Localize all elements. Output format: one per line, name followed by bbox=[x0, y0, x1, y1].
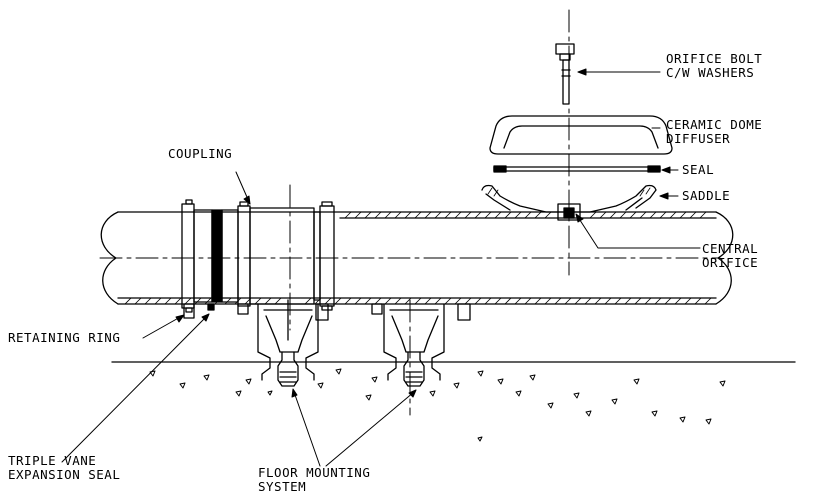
label-floor-mounting-line1: FLOOR MOUNTING bbox=[258, 465, 371, 480]
label-floor-mounting: FLOOR MOUNTING SYSTEM bbox=[258, 466, 370, 494]
label-retaining-ring-text: RETAINING RING bbox=[8, 330, 121, 345]
floor-aggregate bbox=[149, 368, 726, 442]
label-triple-vane: TRIPLE VANE EXPANSION SEAL bbox=[8, 454, 120, 482]
label-seal-text: SEAL bbox=[682, 162, 715, 177]
pipe-wall-hatch-top bbox=[344, 211, 707, 219]
label-saddle-text: SADDLE bbox=[682, 188, 731, 203]
pipe-wall-hatch-bottom bbox=[124, 297, 712, 305]
label-floor-mounting-line2: SYSTEM bbox=[258, 479, 307, 494]
label-ceramic-dome: CERAMIC DOME DIFFUSER bbox=[666, 118, 762, 146]
label-central-orifice-line1: CENTRAL bbox=[702, 241, 759, 256]
label-central-orifice-line2: ORIFICE bbox=[702, 255, 759, 270]
label-saddle: SADDLE bbox=[682, 189, 730, 203]
label-ceramic-dome-line2: DIFFUSER bbox=[666, 131, 731, 146]
label-orifice-bolt-line1: ORIFICE BOLT bbox=[666, 51, 763, 66]
retaining-ring bbox=[183, 303, 471, 321]
floor-mount-1 bbox=[257, 299, 319, 387]
saddle bbox=[481, 184, 657, 221]
coupling bbox=[181, 199, 335, 313]
label-coupling-text: COUPLING bbox=[168, 146, 233, 161]
label-triple-vane-line2: EXPANSION SEAL bbox=[8, 467, 121, 482]
ceramic-dome-diffuser bbox=[489, 115, 673, 155]
floor-mount-2 bbox=[383, 303, 445, 387]
label-coupling: COUPLING bbox=[168, 147, 232, 161]
label-orifice-bolt: ORIFICE BOLT C/W WASHERS bbox=[666, 52, 762, 80]
label-ceramic-dome-line1: CERAMIC DOME bbox=[666, 117, 763, 132]
leader-lines bbox=[61, 68, 701, 467]
label-seal: SEAL bbox=[682, 163, 714, 177]
label-triple-vane-line1: TRIPLE VANE bbox=[8, 453, 97, 468]
orifice-bolt bbox=[555, 43, 575, 105]
seal bbox=[493, 165, 661, 173]
label-central-orifice: CENTRAL ORIFICE bbox=[702, 242, 758, 270]
label-orifice-bolt-line2: C/W WASHERS bbox=[666, 65, 755, 80]
label-retaining-ring: RETAINING RING bbox=[8, 331, 120, 345]
